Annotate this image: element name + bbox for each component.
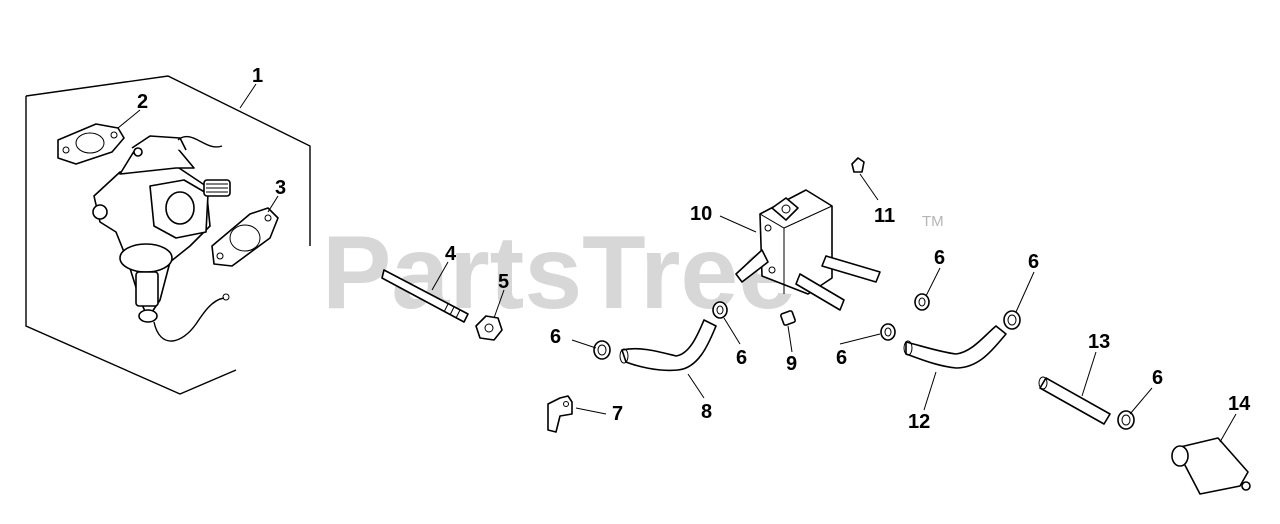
part-10-fuel-pump[interactable] (735, 189, 881, 311)
watermark-trademark: TM (922, 213, 944, 230)
callout-3: 3 (275, 177, 286, 199)
callout-4: 4 (445, 243, 457, 265)
callout-13: 13 (1088, 331, 1110, 353)
part-12-fuel-hose[interactable] (903, 325, 1007, 369)
part-6-clamp[interactable] (914, 293, 930, 311)
part-1-carburetor-assembly[interactable] (25, 75, 311, 395)
part-5-nut[interactable] (475, 315, 503, 341)
part-2-gasket[interactable] (57, 123, 125, 165)
part-9-fitting[interactable] (780, 310, 796, 326)
callout-9: 9 (786, 353, 797, 375)
part-6-clamp[interactable] (712, 301, 728, 319)
part-11-clip[interactable] (851, 157, 865, 173)
part-6-clamp[interactable] (593, 340, 611, 360)
callout-6a: 6 (550, 326, 561, 348)
part-6-clamp[interactable] (1117, 410, 1135, 430)
callout-6b: 6 (736, 347, 747, 369)
callout-6c: 6 (836, 347, 847, 369)
callout-14: 14 (1228, 393, 1251, 415)
callout-2: 2 (137, 91, 148, 113)
part-6-clamp[interactable] (880, 323, 896, 341)
callout-12: 12 (908, 411, 930, 433)
part-13-fuel-line[interactable] (1038, 376, 1111, 425)
part-8-fuel-hose[interactable] (619, 319, 717, 372)
callout-1: 1 (252, 65, 263, 87)
callout-6f: 6 (1152, 367, 1163, 389)
leader-lines (117, 83, 1237, 443)
callout-7: 7 (612, 403, 623, 425)
callout-6d: 6 (934, 247, 945, 269)
part-4-stud[interactable] (381, 269, 469, 323)
callout-5: 5 (498, 271, 509, 293)
part-14-fuel-filter[interactable] (1171, 437, 1251, 495)
part-3-gasket[interactable] (211, 207, 279, 267)
part-6-clamp[interactable] (1003, 310, 1021, 330)
callout-11: 11 (874, 205, 895, 227)
callout-6e: 6 (1028, 251, 1039, 273)
callout-8: 8 (701, 401, 712, 423)
part-7-bracket[interactable] (547, 395, 573, 433)
callout-10: 10 (690, 203, 712, 225)
